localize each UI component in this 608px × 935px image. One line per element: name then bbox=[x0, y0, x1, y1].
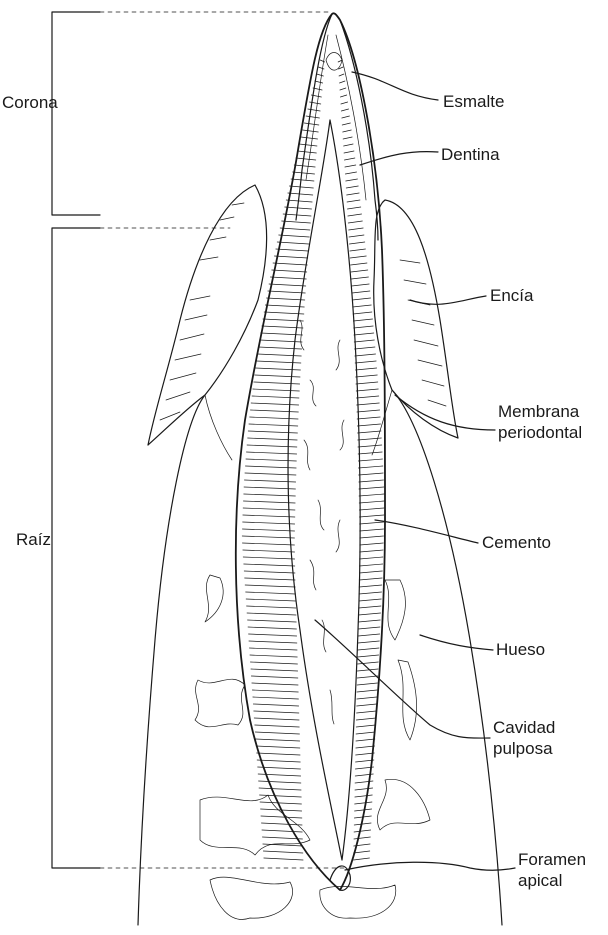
gingiva-texture bbox=[160, 203, 446, 420]
dentin-striation-lines bbox=[242, 60, 384, 860]
tooth-outer bbox=[236, 13, 385, 890]
enamel bbox=[296, 14, 378, 240]
foramen-label-line2: apical bbox=[518, 871, 562, 890]
foramen-label-line1: Foramen bbox=[518, 850, 586, 869]
dentin-label: Dentina bbox=[441, 145, 500, 164]
cementum-label: Cemento bbox=[482, 533, 551, 552]
pulp-label-line1: Cavidad bbox=[493, 718, 555, 737]
pulp-cavity bbox=[288, 120, 360, 860]
bone-outline bbox=[138, 390, 502, 925]
gum-label: Encía bbox=[490, 286, 533, 305]
gingiva bbox=[148, 185, 458, 445]
periodontal-label-line1: Membrana bbox=[498, 402, 579, 421]
periodontal-label-line2: periodontal bbox=[498, 423, 582, 442]
crown-label: Corona bbox=[2, 93, 58, 112]
bone-label: Hueso bbox=[496, 640, 545, 659]
root-bracket bbox=[52, 228, 345, 868]
leader-lines bbox=[315, 72, 515, 870]
crown-bracket bbox=[52, 12, 330, 228]
root-label: Raíz bbox=[16, 530, 51, 549]
pulp-label-line2: pulposa bbox=[493, 739, 553, 758]
enamel-label: Esmalte bbox=[443, 92, 504, 111]
dentin-striations bbox=[242, 60, 384, 860]
